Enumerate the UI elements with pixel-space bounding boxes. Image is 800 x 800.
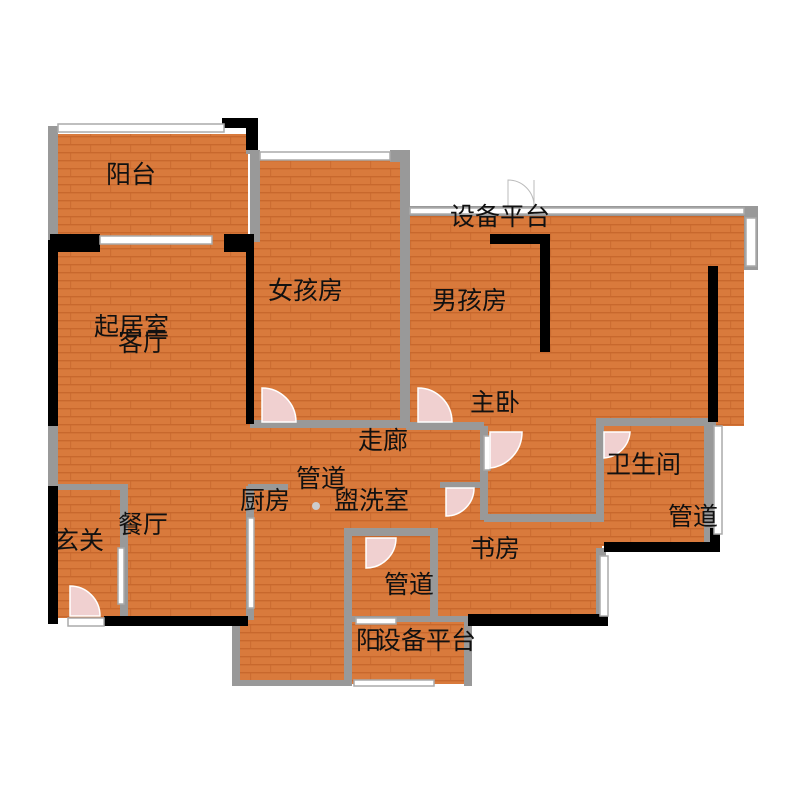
- door-swing: [445, 487, 475, 517]
- label-entrance: 玄关: [54, 526, 105, 555]
- wall: [250, 150, 260, 242]
- window: [99, 235, 213, 245]
- label-laundry: 盥洗室: [334, 486, 410, 515]
- floor-study: [434, 518, 602, 618]
- wall: [222, 118, 250, 128]
- wall: [104, 616, 248, 626]
- wall: [48, 426, 58, 486]
- label-equipment-platform-bottom: 设备平台: [376, 626, 477, 655]
- window: [57, 123, 225, 133]
- doors: [69, 387, 631, 617]
- label-corridor: 走廊: [358, 426, 409, 455]
- floor-kitchen-ext: [236, 620, 350, 682]
- wall: [48, 486, 58, 624]
- wall: [58, 484, 128, 490]
- window: [67, 617, 105, 627]
- door-swing: [489, 431, 523, 469]
- wall: [468, 614, 608, 626]
- window: [259, 151, 391, 161]
- wall: [484, 514, 604, 522]
- window: [247, 517, 255, 609]
- floor-balcony: [58, 134, 248, 240]
- label-living-room: 起居室: [94, 312, 170, 341]
- wall: [246, 240, 254, 424]
- window: [117, 547, 125, 605]
- label-study: 书房: [470, 534, 521, 563]
- wall: [232, 616, 240, 686]
- label-duct-right: 管道: [668, 502, 719, 531]
- wall: [406, 422, 484, 430]
- wall: [540, 234, 550, 352]
- wall: [344, 528, 436, 536]
- wall: [440, 482, 484, 488]
- door-swing: [365, 537, 397, 569]
- floor-girl-room: [252, 160, 406, 424]
- door-swing: [261, 387, 297, 423]
- floor-corridor: [250, 424, 484, 486]
- windows: [57, 123, 757, 687]
- wall: [250, 420, 408, 428]
- label-living-room-alt: 客厅: [118, 328, 169, 357]
- label-kitchen: 厨房: [240, 486, 291, 515]
- wall: [344, 528, 352, 684]
- label-bathroom: 卫生间: [606, 450, 682, 479]
- thick-walls: [48, 118, 720, 626]
- label-duct-bottom: 管道: [384, 570, 435, 599]
- label-girl-room: 女孩房: [268, 276, 344, 305]
- wall: [710, 528, 720, 552]
- window: [353, 679, 435, 687]
- door-swing: [69, 585, 101, 617]
- wall: [596, 420, 604, 520]
- door-swing: [603, 431, 631, 459]
- label-equipment-platform-top: 设备平台: [450, 202, 551, 231]
- wall: [344, 616, 470, 622]
- wall: [232, 680, 352, 686]
- label-boy-room: 男孩房: [432, 286, 508, 315]
- wall: [596, 418, 716, 426]
- label-duct-center: 管道: [296, 464, 347, 493]
- wall: [464, 616, 472, 686]
- wall: [708, 266, 718, 422]
- wall: [50, 234, 100, 252]
- label-dining-room: 餐厅: [118, 510, 169, 539]
- label-balcony: 阳台: [106, 160, 157, 189]
- label-balcony-short: 阳: [356, 626, 382, 655]
- wall: [400, 150, 410, 426]
- wall: [490, 234, 548, 244]
- window: [483, 435, 491, 471]
- wall: [430, 528, 438, 620]
- wall: [480, 426, 488, 520]
- window: [409, 207, 745, 215]
- label-master-bedroom: 主卧: [470, 388, 521, 417]
- door-swing: [417, 387, 453, 423]
- window: [599, 555, 609, 617]
- wall: [248, 484, 288, 490]
- duct-marker: [312, 502, 320, 510]
- window: [713, 425, 723, 535]
- floor-equipment-platform-bottom: [350, 618, 468, 684]
- window: [745, 217, 757, 267]
- wall: [48, 240, 58, 426]
- wall: [704, 420, 714, 550]
- wall: [48, 126, 58, 240]
- window: [355, 617, 397, 625]
- wall: [246, 118, 258, 150]
- wall: [604, 542, 720, 552]
